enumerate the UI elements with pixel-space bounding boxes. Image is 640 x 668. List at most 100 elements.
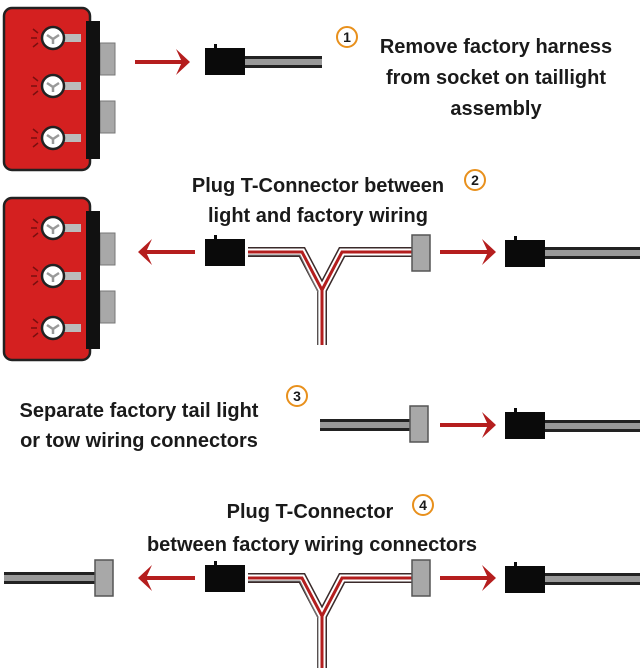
light-rays bbox=[31, 218, 39, 238]
step-text-line: Remove factory harness bbox=[380, 36, 612, 58]
bulb-stem bbox=[63, 324, 81, 332]
bulb-stem bbox=[63, 224, 81, 232]
step-number-circle bbox=[286, 385, 308, 407]
female-socket-connector bbox=[411, 234, 431, 272]
bulb-stem bbox=[63, 272, 81, 280]
t-connector-harness bbox=[248, 573, 412, 668]
bulb-filament bbox=[46, 133, 60, 144]
bulb-stem bbox=[63, 34, 81, 42]
arrow-left-icon bbox=[138, 565, 195, 591]
step-4: 4 Plug T-Connector between factory wirin… bbox=[147, 494, 477, 556]
step-text-line: between factory wiring connectors bbox=[147, 534, 477, 556]
plug-body bbox=[505, 240, 545, 267]
arrow-head bbox=[176, 49, 190, 75]
wire-core bbox=[4, 575, 97, 581]
factory-wire bbox=[545, 573, 640, 585]
male-plug-connector bbox=[205, 561, 245, 592]
arrow-right-icon bbox=[440, 565, 496, 591]
step-text-line: from socket on taillight bbox=[386, 67, 606, 89]
male-plug-connector bbox=[505, 562, 545, 593]
factory-wire bbox=[320, 419, 412, 431]
light-rays bbox=[31, 318, 39, 338]
plug-body bbox=[205, 48, 245, 75]
step-text-line: Plug T-Connector bbox=[227, 501, 394, 523]
harness-wire bbox=[248, 247, 412, 345]
female-socket-connector bbox=[409, 405, 429, 443]
socket-tab bbox=[99, 290, 116, 324]
taillight-assembly bbox=[2, 196, 116, 362]
factory-wire bbox=[545, 420, 640, 432]
t-connector-harness bbox=[248, 247, 412, 345]
harness-wire bbox=[248, 580, 319, 668]
arrow-head bbox=[138, 565, 152, 591]
arrow-right-icon bbox=[440, 239, 496, 265]
plug-body bbox=[205, 239, 245, 266]
taillight-base bbox=[86, 211, 100, 349]
plug-latch bbox=[514, 562, 517, 567]
arrow-head bbox=[482, 239, 496, 265]
socket-tab bbox=[99, 232, 116, 266]
female-socket-connector bbox=[94, 559, 114, 597]
male-plug-connector bbox=[505, 236, 545, 267]
bulb-stem bbox=[63, 134, 81, 142]
wire-core bbox=[245, 59, 322, 65]
step-number: 3 bbox=[293, 388, 301, 404]
light-rays bbox=[31, 128, 39, 148]
plug-body bbox=[505, 412, 545, 439]
light-rays bbox=[31, 76, 39, 96]
step-number: 4 bbox=[419, 497, 427, 513]
taillight-base bbox=[86, 21, 100, 159]
harness-wire bbox=[248, 250, 412, 345]
step-text-line: Plug T-Connector between bbox=[192, 175, 444, 197]
bulb-filament bbox=[46, 323, 60, 334]
male-plug-connector bbox=[205, 235, 245, 266]
light-rays bbox=[31, 28, 39, 48]
arrow-head bbox=[482, 412, 496, 438]
light-rays bbox=[31, 266, 39, 286]
plug-latch bbox=[214, 561, 217, 566]
step-1: 1 Remove factory harness from socket on … bbox=[336, 26, 612, 120]
plug-latch bbox=[514, 236, 517, 241]
step-3: 3 Separate factory tail light or tow wir… bbox=[20, 385, 308, 452]
arrow-right-icon bbox=[440, 412, 496, 438]
wire-core bbox=[545, 250, 640, 256]
female-socket-connector bbox=[411, 559, 431, 597]
male-plug-connector bbox=[205, 44, 245, 75]
harness-wire bbox=[248, 573, 412, 668]
wire-core bbox=[545, 576, 640, 582]
step-2: 2 Plug T-Connector between light and fac… bbox=[192, 169, 486, 227]
arrow-left-icon bbox=[138, 239, 195, 265]
arrow-head bbox=[138, 239, 152, 265]
step-text-line: or tow wiring connectors bbox=[20, 430, 258, 452]
step-text-line: Separate factory tail light bbox=[20, 400, 259, 422]
socket-tab bbox=[99, 100, 116, 134]
arrow-right-icon bbox=[135, 49, 190, 75]
step-text-line: light and factory wiring bbox=[208, 205, 428, 227]
bulb-filament bbox=[46, 81, 60, 92]
male-plug-connector bbox=[505, 408, 545, 439]
plug-body bbox=[505, 566, 545, 593]
step-number-circle bbox=[464, 169, 486, 191]
step-text-line: assembly bbox=[450, 98, 542, 120]
socket-tab bbox=[99, 42, 116, 76]
plug-body bbox=[205, 565, 245, 592]
taillight-assembly bbox=[2, 6, 116, 172]
arrow-head bbox=[482, 565, 496, 591]
step-number: 1 bbox=[343, 29, 351, 45]
harness-wire bbox=[248, 576, 412, 668]
bulb-stem bbox=[63, 82, 81, 90]
factory-wire bbox=[4, 572, 97, 584]
wire-core bbox=[545, 423, 640, 429]
step-number-circle bbox=[336, 26, 358, 48]
harness-wire bbox=[248, 254, 319, 345]
step-number-circle bbox=[412, 494, 434, 516]
plug-latch bbox=[214, 44, 217, 49]
step-number: 2 bbox=[471, 172, 479, 188]
wire-core bbox=[320, 422, 412, 428]
bulb-filament bbox=[46, 33, 60, 44]
factory-wire bbox=[545, 247, 640, 259]
bulb-filament bbox=[46, 271, 60, 282]
factory-wire bbox=[245, 56, 322, 68]
plug-latch bbox=[214, 235, 217, 240]
